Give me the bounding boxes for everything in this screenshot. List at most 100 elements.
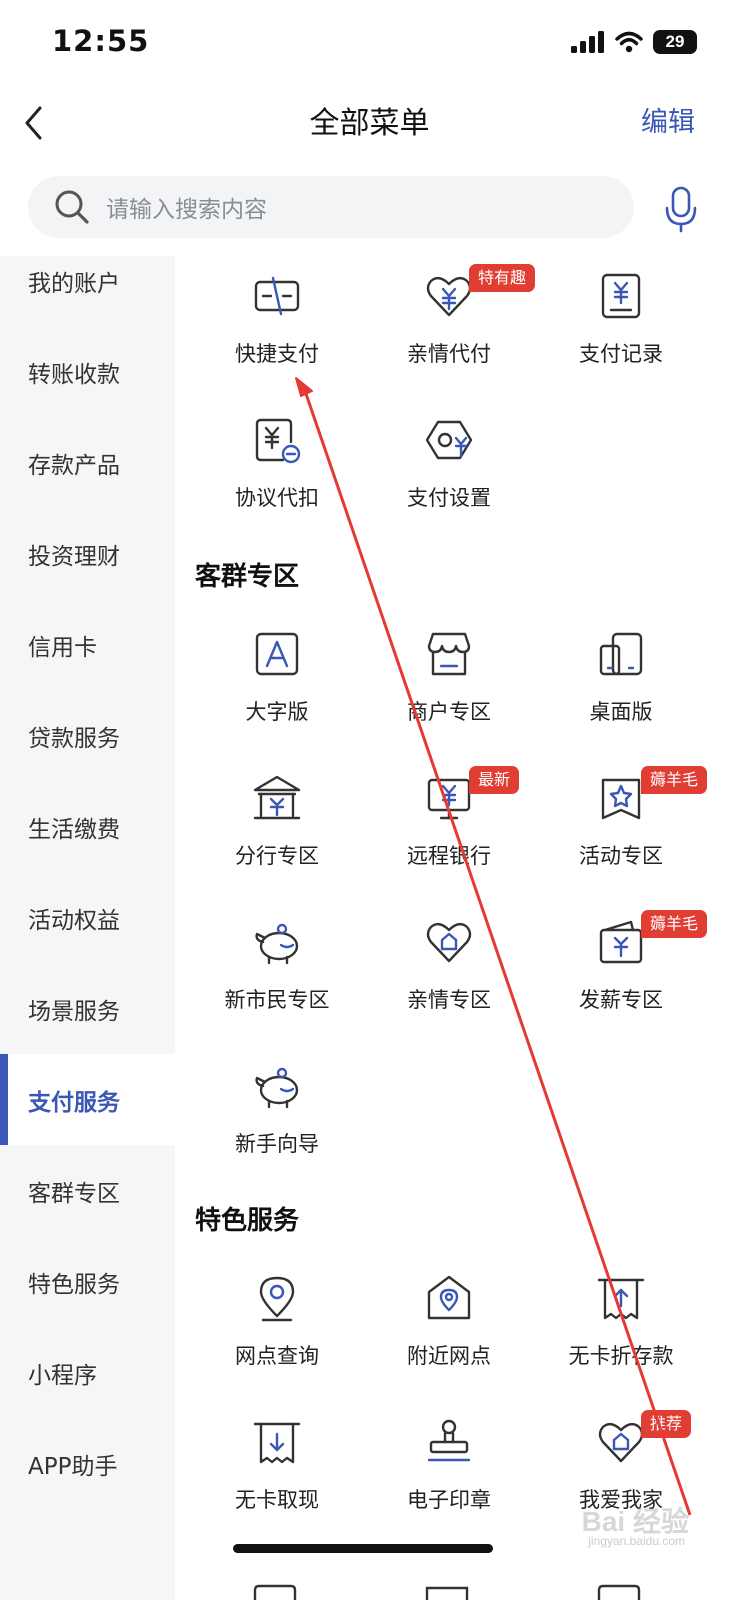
menu-item-label: 电子印章 — [407, 1488, 491, 1512]
menu-item-label: 远程银行 — [407, 844, 491, 868]
star-badge-icon — [595, 772, 647, 824]
search-placeholder: 请输入搜索内容 — [106, 197, 267, 223]
status-time: 12:55 — [52, 24, 150, 58]
heart-home-icon — [423, 916, 475, 968]
location-pin-icon — [251, 1272, 303, 1324]
recommend-badge: 推荐 — [641, 1410, 692, 1438]
menu-item-cardless-deposit[interactable]: 无卡折存款 — [535, 1258, 707, 1388]
sidebar-item-loan[interactable]: 贷款服务 — [28, 725, 120, 752]
piggy-guide-icon — [251, 1060, 303, 1112]
menu-item-label: 快捷支付 — [235, 342, 319, 366]
menu-item-label: 大字版 — [245, 700, 309, 724]
search-icon — [55, 190, 89, 224]
menu-item-label: 支付设置 — [407, 486, 491, 510]
menu-item-label: 无卡取现 — [235, 1488, 319, 1512]
wifi-icon — [615, 31, 643, 53]
receipt-yuan-icon — [595, 270, 647, 322]
sidebar-item-credit-card[interactable]: 信用卡 — [28, 634, 97, 661]
search-input[interactable]: 请输入搜索内容 — [28, 176, 634, 238]
hex-settings-yuan-icon — [423, 414, 475, 466]
menu-item-payment-settings[interactable]: 支付设置 — [363, 400, 535, 530]
menu-item-label: 商户专区 — [407, 700, 491, 724]
heart-yuan-icon — [423, 270, 475, 322]
watermark-url: jingyan.baidu.com — [588, 1534, 685, 1548]
menu-content: 快捷支付 特有趣 亲情代付 支付记录 — [175, 256, 739, 1600]
back-button[interactable] — [14, 98, 54, 148]
piggy-bank-icon — [251, 916, 303, 968]
status-bar: 12:55 29 — [0, 0, 739, 90]
sidebar-item-payment[interactable]: 支付服务 — [0, 1054, 175, 1145]
header: 全部菜单 编辑 — [0, 90, 739, 160]
menu-item-merchant[interactable]: 商户专区 — [363, 614, 535, 744]
menu-item-label: 附近网点 — [407, 1344, 491, 1368]
menu-item-nearby-outlet[interactable]: 附近网点 — [363, 1258, 535, 1388]
menu-item-label: 新手向导 — [235, 1132, 319, 1156]
menu-item-cardless-withdraw[interactable]: 无卡取现 — [191, 1402, 363, 1532]
promo-badge: 薅羊毛 — [641, 910, 708, 938]
sidebar-item-feature[interactable]: 特色服务 — [28, 1271, 120, 1298]
section-title-feature: 特色服务 — [195, 1206, 300, 1236]
menu-item-desktop[interactable]: 桌面版 — [535, 614, 707, 744]
tablet-phone-icon — [595, 628, 647, 680]
monitor-yuan-icon — [423, 772, 475, 824]
menu-item-label: 新市民专区 — [224, 988, 330, 1012]
menu-item-payroll[interactable]: 薅羊毛 发薪专区 — [535, 902, 708, 1032]
new-badge: 最新 — [469, 766, 520, 794]
menu-item-outlet-search[interactable]: 网点查询 — [191, 1258, 363, 1388]
sidebar-item-app-helper[interactable]: APP助手 — [28, 1453, 118, 1480]
category-sidebar: 我的账户 转账收款 存款产品 投资理财 信用卡 贷款服务 生活缴费 活动权益 场… — [0, 256, 175, 1600]
menu-item-family-pay[interactable]: 特有趣 亲情代付 — [363, 256, 536, 386]
storefront-icon — [423, 628, 475, 680]
menu-item-label: 协议代扣 — [235, 486, 319, 510]
home-location-icon — [423, 1272, 475, 1324]
signal-icon — [571, 31, 604, 53]
home-indicator — [233, 1544, 493, 1553]
sidebar-item-transfer[interactable]: 转账收款 — [28, 361, 120, 388]
menu-item-quick-pay[interactable]: 快捷支付 — [191, 256, 363, 386]
menu-item-label: 桌面版 — [589, 700, 653, 724]
menu-item-label: 分行专区 — [235, 844, 319, 868]
menu-item-activity-zone[interactable]: 薅羊毛 活动专区 — [535, 758, 708, 888]
next-row-peek — [175, 1578, 739, 1600]
sidebar-item-customer[interactable]: 客群专区 — [28, 1180, 120, 1207]
sidebar-item-bill-payment[interactable]: 生活缴费 — [28, 816, 120, 843]
bank-building-icon — [251, 772, 303, 824]
stamp-icon — [423, 1416, 475, 1468]
page-title: 全部菜单 — [309, 106, 430, 141]
menu-item-payment-records[interactable]: 支付记录 — [535, 256, 707, 386]
sidebar-item-activity[interactable]: 活动权益 — [28, 907, 120, 934]
card-slash-icon — [251, 270, 303, 322]
promo-badge: 薅羊毛 — [641, 766, 708, 794]
sidebar-item-scene[interactable]: 场景服务 — [28, 998, 120, 1025]
menu-item-beginner-guide[interactable]: 新手向导 — [191, 1046, 363, 1176]
sidebar-item-investment[interactable]: 投资理财 — [28, 543, 120, 570]
menu-item-label: 亲情代付 — [407, 342, 491, 366]
heart-house-icon — [595, 1416, 647, 1468]
menu-item-large-font[interactable]: 大字版 — [191, 614, 363, 744]
menu-item-remote-bank[interactable]: 最新 远程银行 — [363, 758, 535, 888]
edit-button[interactable]: 编辑 — [641, 107, 695, 138]
microphone-icon[interactable] — [663, 184, 699, 234]
menu-item-label: 发薪专区 — [579, 988, 663, 1012]
doc-yuan-minus-icon — [251, 414, 303, 466]
chevron-left-icon — [25, 106, 42, 140]
menu-item-e-seal[interactable]: 电子印章 — [363, 1402, 535, 1532]
sidebar-item-deposit[interactable]: 存款产品 — [28, 452, 120, 479]
menu-item-label: 活动专区 — [579, 844, 663, 868]
menu-item-label: 亲情专区 — [407, 988, 491, 1012]
promo-badge: 特有趣 — [469, 264, 536, 292]
font-a-icon — [251, 628, 303, 680]
watermark-logo: Bai 经验 — [581, 1506, 689, 1537]
menu-item-family-zone[interactable]: 亲情专区 — [363, 902, 535, 1032]
menu-item-branch[interactable]: 分行专区 — [191, 758, 363, 888]
sidebar-item-my-account[interactable]: 我的账户 — [28, 270, 120, 297]
sidebar-item-mini-program[interactable]: 小程序 — [28, 1362, 97, 1389]
wallet-yuan-icon — [595, 916, 647, 968]
menu-item-new-citizen[interactable]: 新市民专区 — [191, 902, 363, 1032]
section-title-customer: 客群专区 — [195, 562, 300, 592]
menu-item-label: 网点查询 — [235, 1344, 319, 1368]
deposit-slot-icon — [595, 1272, 647, 1324]
menu-item-auto-debit[interactable]: 协议代扣 — [191, 400, 363, 530]
status-icons: 29 — [571, 30, 697, 54]
menu-item-label: 无卡折存款 — [568, 1344, 674, 1368]
